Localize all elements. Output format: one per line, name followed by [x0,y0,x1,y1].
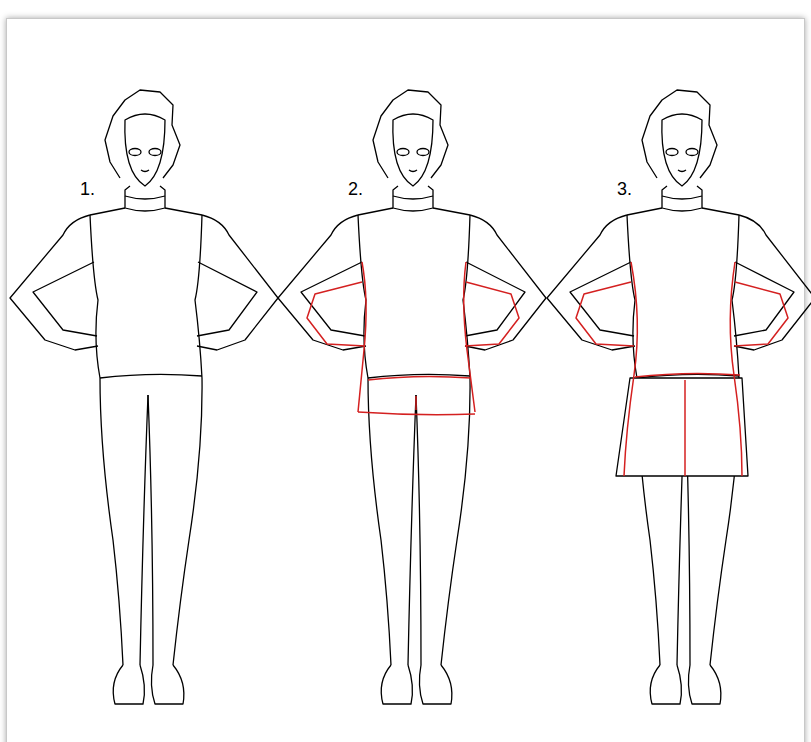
figure-number: 1. [80,180,95,198]
figure-number: 3. [617,180,632,198]
figure-number: 2. [348,180,363,198]
